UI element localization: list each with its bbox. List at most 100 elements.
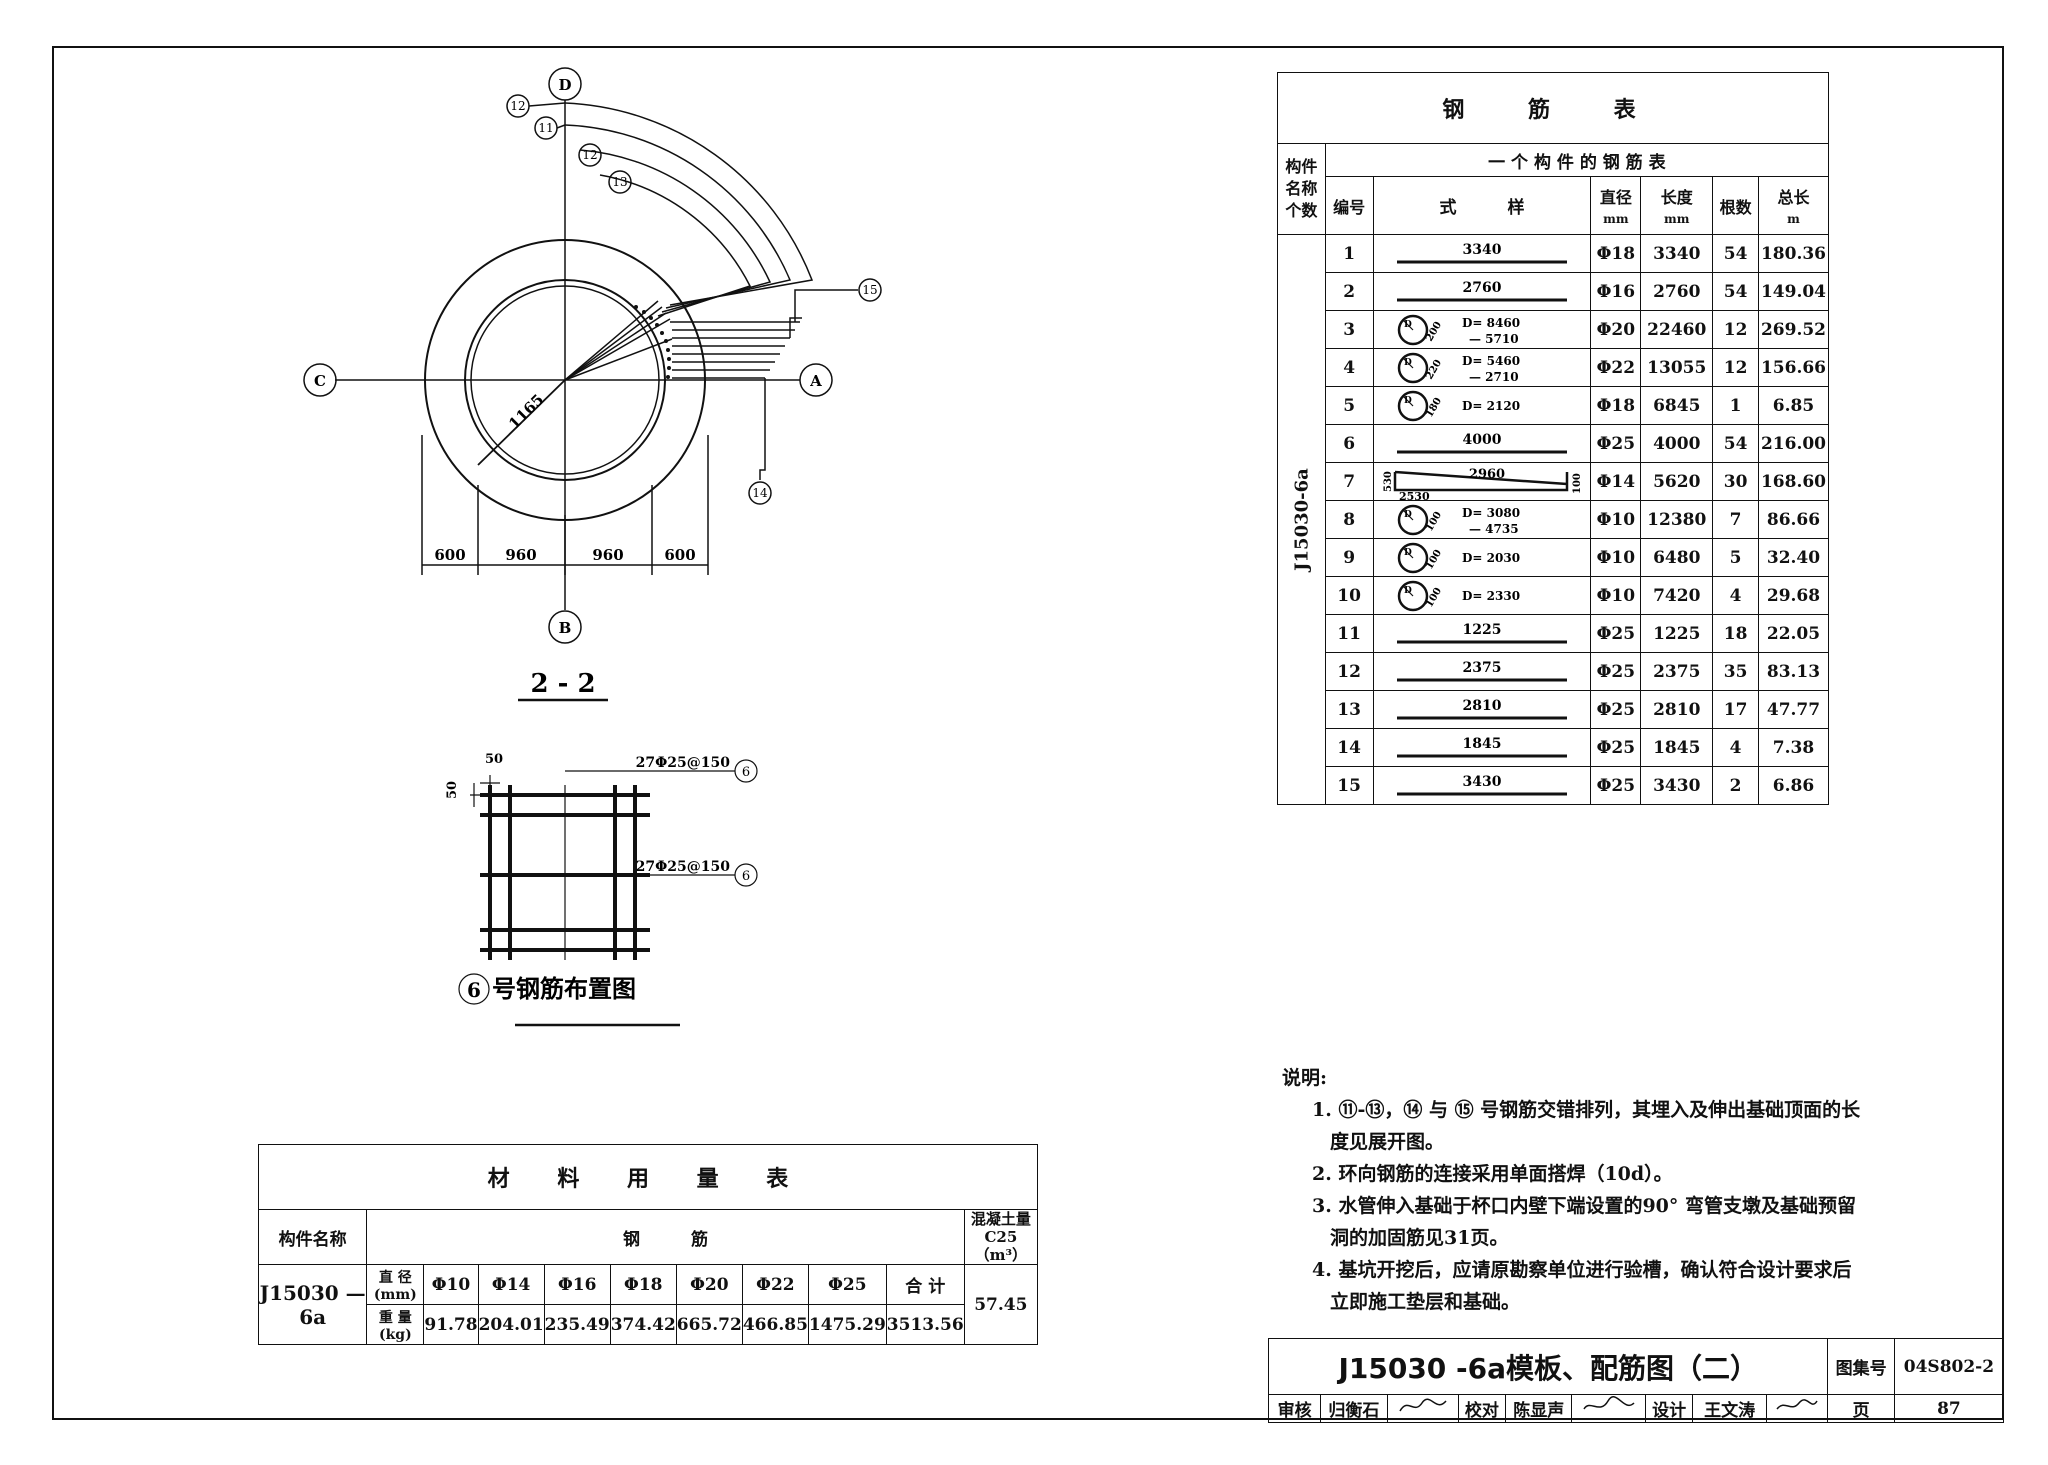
ring-diameter: D= 2120 [1462,399,1520,413]
dim-600-right: 600 [664,546,695,564]
material-row-dia-label: 直 径(mm) [366,1264,425,1305]
ring-d-mark: D [1404,586,1412,596]
rebar-total: 269.52 [1757,310,1830,349]
page-number: 87 [1893,1394,2005,1423]
axis-d-label: D [558,76,571,94]
rebar-no: 15 [1324,766,1374,805]
review-label: 审核 [1267,1394,1322,1423]
material-row-weight-label: 重 量(kg) [366,1304,425,1345]
bar6-label-right: 27Φ25@150 [636,859,731,875]
material-diameter: Φ25 [807,1264,887,1305]
rebar-dia: Φ25 [1590,728,1642,767]
material-weight: 466.85 [741,1304,809,1345]
rebar-length: 12380 [1640,500,1714,539]
rebar-no: 14 [1324,728,1374,767]
material-weight: 3513.56 [885,1304,965,1345]
rebar-header-component: 构件名称个数 [1277,143,1326,235]
ring-lap: 100 [1424,585,1444,609]
rebar-shape-sketch: 1845 [1396,736,1567,757]
material-title: 材 料 用 量 表 [258,1144,1038,1210]
rebar-length: 1845 [1640,728,1714,767]
bent-c: 100 [1572,473,1583,494]
rebar-header-shape: 式 样 [1372,176,1592,235]
section-2-2-drawing: D B C A 12 11 12 13 15 14 1165 600 960 9… [303,67,882,702]
drawing-title: J15030 -6a模板、配筋图（二） [1267,1338,1829,1395]
rebar-header-no: 编号 [1324,176,1374,235]
material-diameter: Φ22 [741,1264,809,1305]
section-title: 2 - 2 [530,669,595,699]
rebar-shape: 1845 [1372,728,1592,767]
callout-12a: 12 [510,99,525,113]
rebar-shape: 4000 [1372,424,1592,463]
radius-label: 1165 [505,391,547,433]
bar6-label-top: 27Φ25@150 [636,755,731,771]
rebar-count: 2 [1712,766,1759,805]
material-diameter: Φ16 [543,1264,611,1305]
rebar-dia: Φ25 [1590,690,1642,729]
dim-50-top: 50 [485,752,503,767]
ring-diameter: D= 5460 [1462,354,1520,368]
rebar-shape-sketch: 2375 [1396,660,1567,681]
rebar-total: 149.04 [1757,272,1830,311]
rebar-length: 1225 [1640,614,1714,653]
rebar-length: 4000 [1640,424,1714,463]
rebar-count: 5 [1712,538,1759,577]
rebar-total: 156.66 [1757,348,1830,387]
rebar-count: 30 [1712,462,1759,501]
rebar-dia: Φ25 [1590,652,1642,691]
rebar-shape-sketch: 4000 [1396,432,1567,453]
callout-13: 13 [612,175,627,189]
material-diameter: Φ20 [675,1264,743,1305]
material-weight: 1475.29 [807,1304,887,1345]
callout-11: 11 [538,121,553,135]
ring-lap: 180 [1424,395,1444,419]
material-weight: 665.72 [675,1304,743,1345]
bar6-title: 号钢筋布置图 [492,974,636,1003]
rebar-total: 22.05 [1757,614,1830,653]
rebar-shape-length: 2760 [1462,280,1501,296]
rebar-dia: Φ18 [1590,234,1642,273]
rebar-shape: 2760 [1372,272,1592,311]
rebar-dia: Φ22 [1590,348,1642,387]
rebar-count: 54 [1712,234,1759,273]
rebar-total: 83.13 [1757,652,1830,691]
axis-c-label: C [314,372,326,390]
bent-length: 2960 [1469,467,1505,482]
material-diameter: Φ14 [477,1264,545,1305]
rebar-dia: Φ10 [1590,576,1642,615]
rebar-count: 7 [1712,500,1759,539]
material-diameter: Φ18 [609,1264,677,1305]
rebar-total: 7.38 [1757,728,1830,767]
rebar-shape: 2810 [1372,690,1592,729]
callout-15: 15 [862,283,877,297]
reviewer-name: 归衡石 [1320,1394,1388,1423]
rebar-dia: Φ10 [1590,500,1642,539]
bar6-title-number: 6 [467,978,481,1002]
rebar-total: 168.60 [1757,462,1830,501]
rebar-no: 11 [1324,614,1374,653]
rebar-length: 3430 [1640,766,1714,805]
check-label: 校对 [1457,1394,1507,1423]
rebar-shape-length: 3430 [1462,774,1501,790]
rebar-shape: 3340 [1372,234,1592,273]
note-3: 3. 水管伸入基础于杯口内壁下端设置的90° 弯管支墩及基础预留洞的加固筋见31… [1312,1195,1857,1249]
rebar-length: 22460 [1640,310,1714,349]
rebar-length: 2375 [1640,652,1714,691]
